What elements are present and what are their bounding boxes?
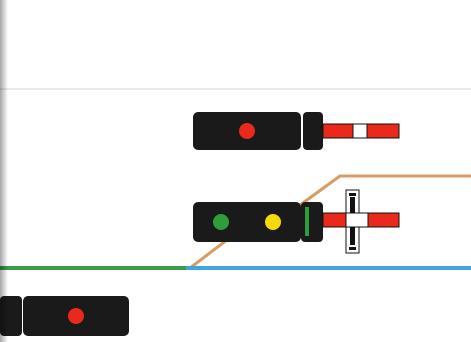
signal-head-cap — [0, 296, 22, 336]
barrier-middle[interactable] — [322, 189, 400, 254]
lamp-red — [239, 123, 255, 139]
signal-middle[interactable] — [193, 202, 323, 242]
panel-edge-shadow — [0, 0, 8, 342]
signal-upper[interactable] — [193, 112, 323, 150]
lamp-red — [68, 308, 84, 324]
lamp-green — [213, 214, 229, 230]
barrier-white-segment — [345, 212, 369, 228]
barrier-white-segment — [352, 123, 368, 139]
signal-icon — [193, 202, 301, 242]
top-panel — [0, 0, 471, 90]
route-indicator — [305, 207, 309, 236]
signal-head-cap — [301, 202, 323, 242]
signal-lower[interactable] — [0, 296, 129, 336]
switch-tick — [349, 247, 356, 250]
lamp-yellow — [265, 214, 281, 230]
signal-head-cap — [303, 112, 323, 150]
barrier-upper[interactable] — [322, 123, 400, 139]
switch-tick — [349, 193, 356, 196]
